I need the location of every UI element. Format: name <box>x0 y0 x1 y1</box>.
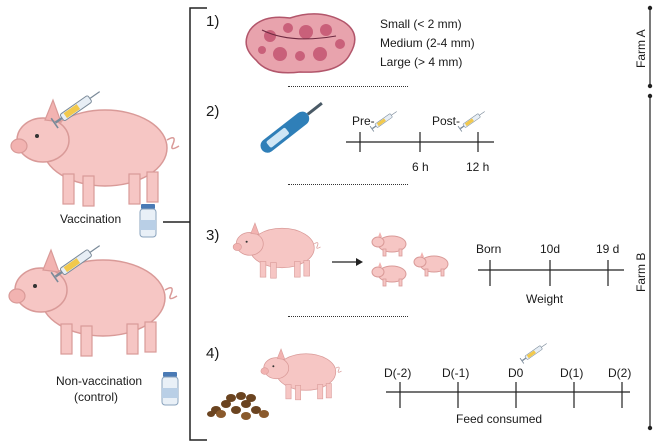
vaccine-vial-icon <box>161 371 179 406</box>
timeline-day-plus1: D(1) <box>560 366 584 380</box>
sow-icon <box>232 222 321 279</box>
main-bracket <box>189 7 207 441</box>
timeline-weight-caption: Weight <box>526 292 564 306</box>
arrow-icon <box>332 258 363 266</box>
panel-2-number: 2) <box>206 103 220 120</box>
piglet-icon <box>371 261 407 287</box>
follicle-size-medium: Medium (2-4 mm) <box>380 36 475 50</box>
syringe-icon <box>519 340 550 365</box>
timeline-feed <box>386 382 630 408</box>
thermometer-icon <box>260 102 323 153</box>
separator-2 <box>288 184 408 185</box>
pig-icon <box>260 348 342 401</box>
syringe-icon <box>457 108 488 133</box>
vaccinated-pig-icon <box>10 99 180 207</box>
timeline-12h-label: 12 h <box>466 160 490 174</box>
ovary-icon <box>245 13 356 74</box>
vaccine-vial-icon <box>139 203 157 238</box>
timeline-day-plus2: D(2) <box>608 366 632 380</box>
timeline-post-label: Post- <box>432 114 461 128</box>
timeline-pre-label: Pre- <box>352 114 375 128</box>
panel-4-number: 4) <box>206 345 220 362</box>
timeline-weight <box>478 260 624 286</box>
timeline-day-0: D0 <box>508 366 524 380</box>
timeline-born-label: Born <box>476 242 502 256</box>
separator-1 <box>288 86 408 87</box>
timeline-19d-label: 19 d <box>596 242 620 256</box>
follicle-size-small: Small (< 2 mm) <box>380 17 462 31</box>
control-pig-icon <box>8 249 178 357</box>
panel-3-number: 3) <box>206 227 220 244</box>
timeline-day-minus2: D(-2) <box>384 366 412 380</box>
piglet-icon <box>371 231 407 257</box>
timeline-temperature <box>346 132 494 152</box>
panel-1-number: 1) <box>206 13 220 30</box>
farm-b-label: Farm B <box>634 252 648 292</box>
piglet-icon <box>413 251 449 277</box>
feed-pellets-icon <box>207 392 269 420</box>
timeline-day-minus1: D(-1) <box>442 366 470 380</box>
timeline-10d-label: 10d <box>540 242 561 256</box>
follicle-size-large: Large (> 4 mm) <box>380 55 463 69</box>
control-label-line2: (control) <box>74 390 119 404</box>
control-label-line1: Non-vaccination <box>56 374 143 388</box>
vaccination-label: Vaccination <box>60 212 122 226</box>
timeline-6h-label: 6 h <box>412 160 429 174</box>
farm-a-label: Farm A <box>634 29 648 68</box>
separator-3 <box>288 316 408 317</box>
timeline-feed-caption: Feed consumed <box>456 412 543 426</box>
